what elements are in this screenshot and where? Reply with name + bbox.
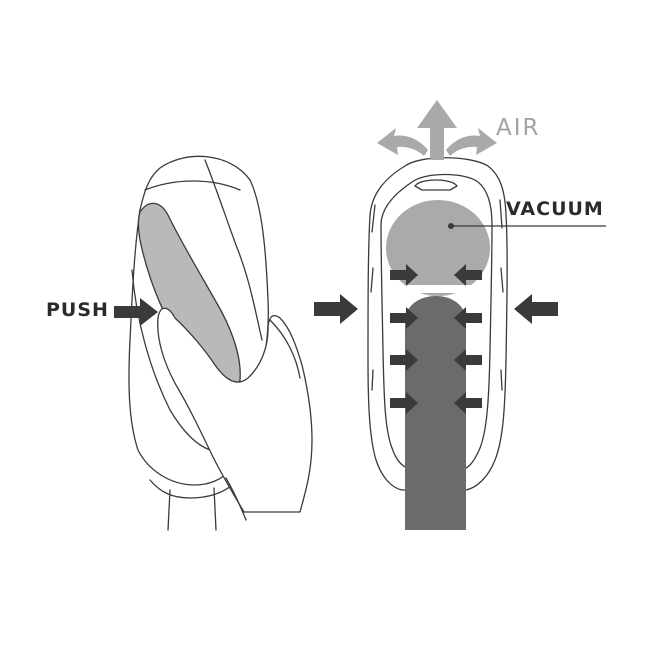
left-figure: [128, 155, 313, 531]
airflow-arrow-icon-up: [417, 100, 457, 160]
arrow-inward-icon: [454, 392, 482, 414]
squeeze-arrow-left-icon: [314, 294, 358, 324]
air-valve: [414, 179, 458, 191]
cup-outline-right: [367, 157, 508, 491]
push-label: PUSH: [46, 299, 109, 321]
inner-arrows-right: [454, 264, 482, 414]
squeeze-arrow-right-icon: [514, 294, 558, 324]
airflow-arrow-icon-right: [446, 128, 497, 156]
hand-outline: [157, 307, 313, 513]
arrow-inward-icon: [454, 349, 482, 371]
inner-arrows-left: [390, 264, 418, 414]
push-arrow-icon: [114, 298, 158, 326]
air-label: AIR: [496, 115, 541, 141]
arrow-inward-icon: [390, 349, 418, 371]
arrow-inward-icon: [390, 307, 418, 329]
arrow-inward-icon: [390, 392, 418, 414]
air-arrows: [377, 100, 497, 160]
right-figure: [367, 157, 508, 491]
arrow-inward-icon: [454, 307, 482, 329]
cup-outline-left: [128, 155, 269, 486]
arrow-inward-icon: [390, 264, 418, 286]
shaft: [405, 296, 466, 530]
airflow-arrow-icon-left: [377, 128, 428, 156]
vacuum-label: VACUUM: [506, 198, 604, 220]
arrow-inward-icon: [454, 264, 482, 286]
vacuum-zone: [386, 200, 490, 296]
